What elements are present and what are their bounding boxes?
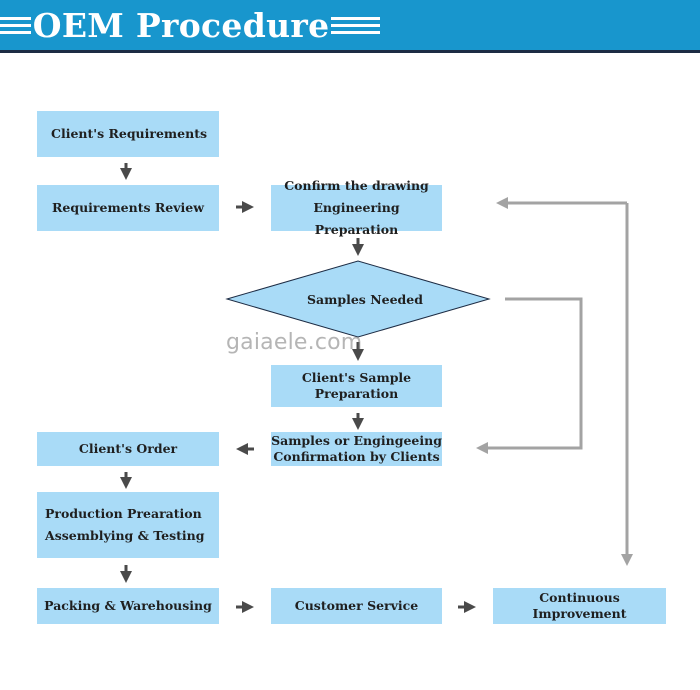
samples-needed-diamond	[225, 260, 491, 338]
step-client-requirements-label: Client's Requirements	[51, 126, 208, 141]
step-continuous-improvement-label: Continuous Improvement	[532, 590, 627, 621]
step-production-line1: Production Prearation	[45, 506, 202, 521]
title-decoration-left	[0, 15, 31, 36]
step-production: Production Prearation Assemblying & Test…	[37, 492, 219, 558]
step-confirm-drawing-line2: Engineering Preparation	[313, 200, 400, 237]
step-customer-service-label: Customer Service	[294, 598, 419, 613]
step-samples-confirmation: Samples or Engingeeing Confirmation by C…	[271, 432, 442, 466]
step-client-order-label: Client's Order	[78, 441, 178, 456]
step-customer-service: Customer Service	[271, 588, 442, 624]
page-title: OEM Procedure	[32, 5, 330, 45]
step-production-line2: Assemblying & Testing	[45, 528, 205, 543]
step-samples-confirmation-line1: Samples or Engingeeing	[271, 433, 442, 448]
title-decoration-right	[331, 15, 380, 36]
title-group: OEM Procedure	[0, 0, 380, 50]
step-client-order: Client's Order	[37, 432, 219, 466]
step-client-requirements: Client's Requirements	[37, 111, 219, 157]
loop-diamond-to-confirmation	[476, 297, 583, 454]
step-confirm-drawing-line1: Confirm the drawing	[284, 178, 429, 193]
step-packing: Packing & Warehousing	[37, 588, 219, 624]
step-requirements-review-label: Requirements Review	[52, 200, 204, 215]
step-packing-label: Packing & Warehousing	[44, 598, 212, 613]
samples-needed-label: Samples Needed	[307, 292, 423, 307]
step-confirm-drawing: Confirm the drawing Engineering Preparat…	[271, 178, 442, 237]
step-sample-preparation: Client's Sample Preparation	[271, 365, 442, 407]
header-rule	[0, 50, 700, 53]
watermark-text: gaiaele.com	[226, 330, 363, 355]
step-continuous-improvement: Continuous Improvement	[493, 588, 666, 624]
step-requirements-review: Requirements Review	[37, 185, 219, 231]
step-sample-preparation-line1: Client's Sample	[301, 370, 412, 385]
step-samples-confirmation-line2: Confirmation by Clients	[273, 449, 440, 464]
step-sample-preparation-line2: Preparation	[314, 386, 399, 401]
